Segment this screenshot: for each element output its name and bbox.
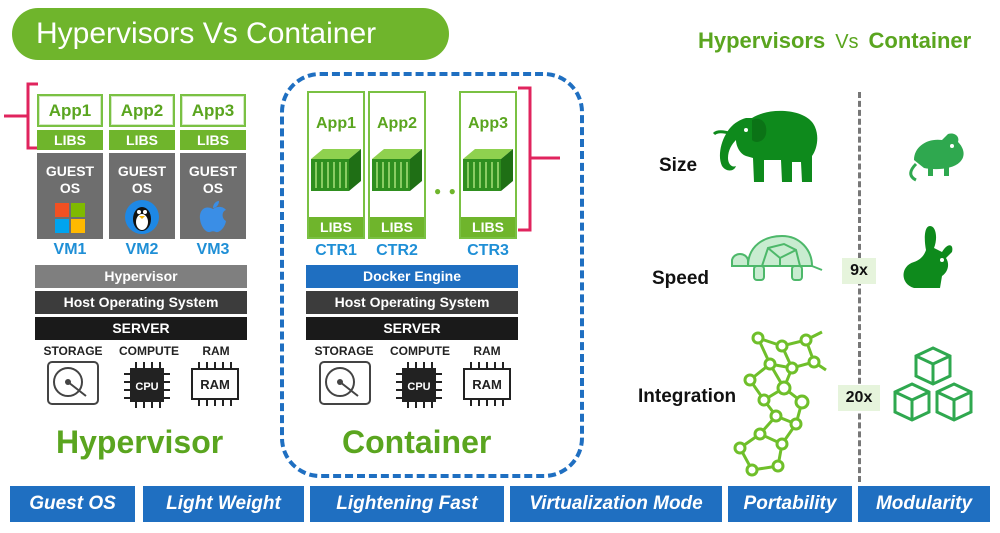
- tab-guest-os[interactable]: Guest OS: [10, 486, 135, 522]
- cpu-chip-icon: CPU: [394, 360, 444, 410]
- comparison-title-right: Container: [868, 28, 972, 53]
- vm-guest-os: GUEST OS: [37, 153, 103, 239]
- ram-label: RAM: [473, 344, 501, 358]
- vm-libs: LIBS: [37, 130, 103, 150]
- shipping-container-icon: [372, 149, 422, 191]
- comparison-title: Hypervisors Vs Container: [698, 28, 971, 54]
- vm-libs: LIBS: [180, 130, 246, 150]
- guest-os-line2: OS: [202, 180, 224, 196]
- container-label: CTR3: [467, 242, 509, 259]
- ram-chip-text: RAM: [200, 377, 230, 392]
- container-column-3: App3 LIBS: [459, 91, 517, 239]
- storage-label: STORAGE: [314, 344, 374, 358]
- ram-chip-text: RAM: [472, 377, 502, 392]
- hypervisor-caption: Hypervisor: [56, 424, 224, 460]
- comparison-title-vs: Vs: [835, 31, 859, 53]
- row-label-size: Size: [659, 155, 698, 176]
- network-mesh-icon: [733, 330, 827, 477]
- guest-os-line1: GUEST: [188, 163, 238, 179]
- server-layer: SERVER: [35, 317, 247, 340]
- compute-label: COMPUTE: [119, 344, 179, 358]
- vm-label: VM2: [125, 241, 159, 258]
- container-app: App1: [316, 115, 356, 132]
- hard-drive-icon: [319, 361, 371, 405]
- apple-logo-icon: [199, 201, 226, 233]
- container-ellipsis: ● ●: [434, 184, 458, 198]
- vm-libs: LIBS: [109, 130, 175, 150]
- tab-light-weight[interactable]: Light Weight: [143, 486, 304, 522]
- cpu-chip-text: CPU: [135, 381, 158, 393]
- shipping-container-icon: [463, 149, 513, 191]
- container-libs: LIBS: [370, 217, 424, 237]
- rabbit-icon: [903, 226, 953, 288]
- guest-os-line2: OS: [131, 180, 153, 196]
- vm-column-2: App2 LIBS GUEST OS VM2: [109, 94, 175, 259]
- row-label-integration: Integration: [638, 386, 737, 407]
- cpu-chip-icon: CPU: [122, 360, 172, 410]
- vm-app-box: App3: [180, 94, 246, 127]
- cpu-chip-text: CPU: [407, 381, 430, 393]
- container-libs: LIBS: [461, 217, 515, 237]
- turtle-icon: [731, 234, 823, 281]
- guest-os-line1: GUEST: [117, 163, 167, 179]
- ram-chip-icon: RAM: [461, 362, 513, 406]
- page-title: Hypervisors Vs Container: [12, 8, 449, 60]
- comparison-title-left: Hypervisors: [698, 28, 826, 53]
- vm-guest-os: GUEST OS: [109, 153, 175, 239]
- container-caption: Container: [342, 424, 492, 460]
- storage-label: STORAGE: [43, 344, 103, 358]
- row-label-speed: Speed: [652, 268, 710, 289]
- linux-penguin-icon: [125, 200, 159, 234]
- vm-app-box: App1: [37, 94, 103, 127]
- comparison-divider: [858, 92, 861, 482]
- vm-guest-os: GUEST OS: [180, 153, 246, 239]
- hypervisor-layer: Hypervisor: [35, 265, 247, 288]
- cubes-icon: [893, 346, 973, 422]
- vm-label: VM3: [196, 241, 230, 258]
- docker-engine-layer: Docker Engine: [306, 265, 518, 288]
- tab-lightening-fast[interactable]: Lightening Fast: [310, 486, 504, 522]
- shipping-container-icon: [311, 149, 361, 191]
- container-label: CTR1: [315, 242, 357, 259]
- tab-portability[interactable]: Portability: [728, 486, 852, 522]
- container-column-2: App2 LIBS: [368, 91, 426, 239]
- vm-column-1: App1 LIBS GUEST OS VM1: [37, 94, 103, 259]
- tab-virtualization-mode[interactable]: Virtualization Mode: [510, 486, 722, 522]
- integration-ratio-badge: 20x: [838, 385, 880, 411]
- ram-chip-icon: RAM: [189, 362, 241, 406]
- host-os-layer: Host Operating System: [306, 291, 518, 314]
- container-dashed-frame: [280, 72, 584, 478]
- container-bracket-icon: [518, 86, 560, 232]
- hard-drive-icon: [47, 361, 99, 405]
- vm-app-box: App2: [109, 94, 175, 127]
- host-os-layer: Host Operating System: [35, 291, 247, 314]
- server-layer: SERVER: [306, 317, 518, 340]
- compute-label: COMPUTE: [390, 344, 450, 358]
- speed-ratio-badge: 9x: [842, 258, 876, 284]
- container-label: CTR2: [376, 242, 418, 259]
- tab-modularity[interactable]: Modularity: [858, 486, 990, 522]
- container-column-1: App1 LIBS: [307, 91, 365, 239]
- container-app: App2: [377, 115, 417, 132]
- app-bracket-icon: [4, 82, 38, 150]
- container-libs: LIBS: [309, 217, 363, 237]
- elephant-icon: [712, 110, 818, 182]
- guest-os-line2: OS: [59, 180, 81, 196]
- container-app: App3: [468, 115, 508, 132]
- vm-column-3: App3 LIBS GUEST OS VM3: [180, 94, 246, 259]
- windows-logo-icon: [55, 203, 85, 233]
- vm-label: VM1: [53, 241, 87, 258]
- ram-label: RAM: [202, 344, 230, 358]
- guest-os-line1: GUEST: [45, 163, 95, 179]
- mouse-icon: [909, 133, 964, 182]
